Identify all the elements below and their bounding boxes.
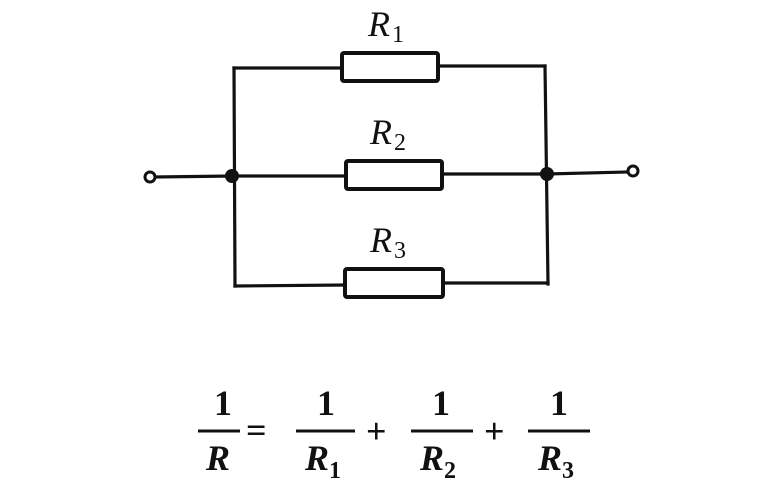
junction-right [540, 167, 554, 181]
formula-term2-numerator: 1 [432, 383, 450, 423]
formula-term1-numerator: 1 [317, 383, 335, 423]
junction-left [225, 169, 239, 183]
formula-plus-2: + [484, 411, 505, 451]
terminal-right [626, 164, 640, 178]
label-r3: R3 [369, 220, 406, 264]
label-r1: R1 [367, 4, 404, 48]
formula-lhs-denominator: R [205, 438, 230, 478]
terminal-left [143, 170, 157, 184]
formula-term1-denominator: R1 [304, 438, 341, 484]
formula-equals: = [246, 410, 267, 450]
formula-plus-1: + [366, 411, 387, 451]
resistor-r2 [344, 159, 444, 191]
formula-term3-numerator: 1 [550, 383, 568, 423]
resistor-r3 [343, 267, 445, 299]
resistor-r1 [340, 51, 440, 83]
formula-term2-denominator: R2 [419, 438, 456, 484]
label-r2: R2 [369, 112, 406, 156]
formula-term3-denominator: R3 [537, 438, 574, 484]
parallel-resistance-formula: 1 R = 1 R1 + 1 R2 + 1 R3 [198, 383, 590, 484]
wire-left-lead [153, 174, 234, 179]
wire-right-lead [545, 170, 630, 176]
wire-bot-left [233, 283, 347, 288]
formula-lhs-numerator: 1 [214, 383, 232, 423]
